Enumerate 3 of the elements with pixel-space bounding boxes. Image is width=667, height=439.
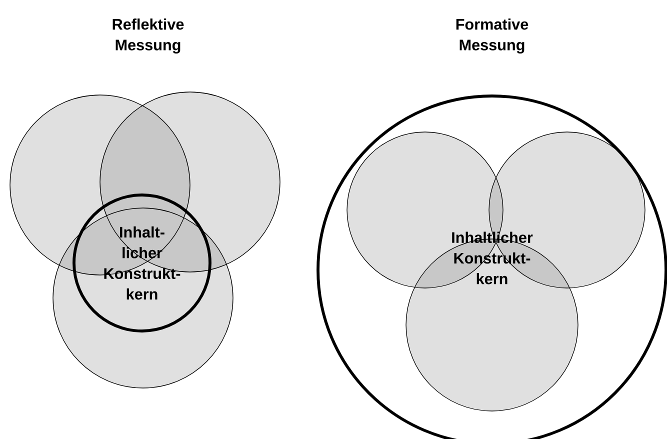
heading: Reflektive Messung [112,18,184,54]
heading: Formative Messung [456,18,528,54]
circle [52,208,234,388]
